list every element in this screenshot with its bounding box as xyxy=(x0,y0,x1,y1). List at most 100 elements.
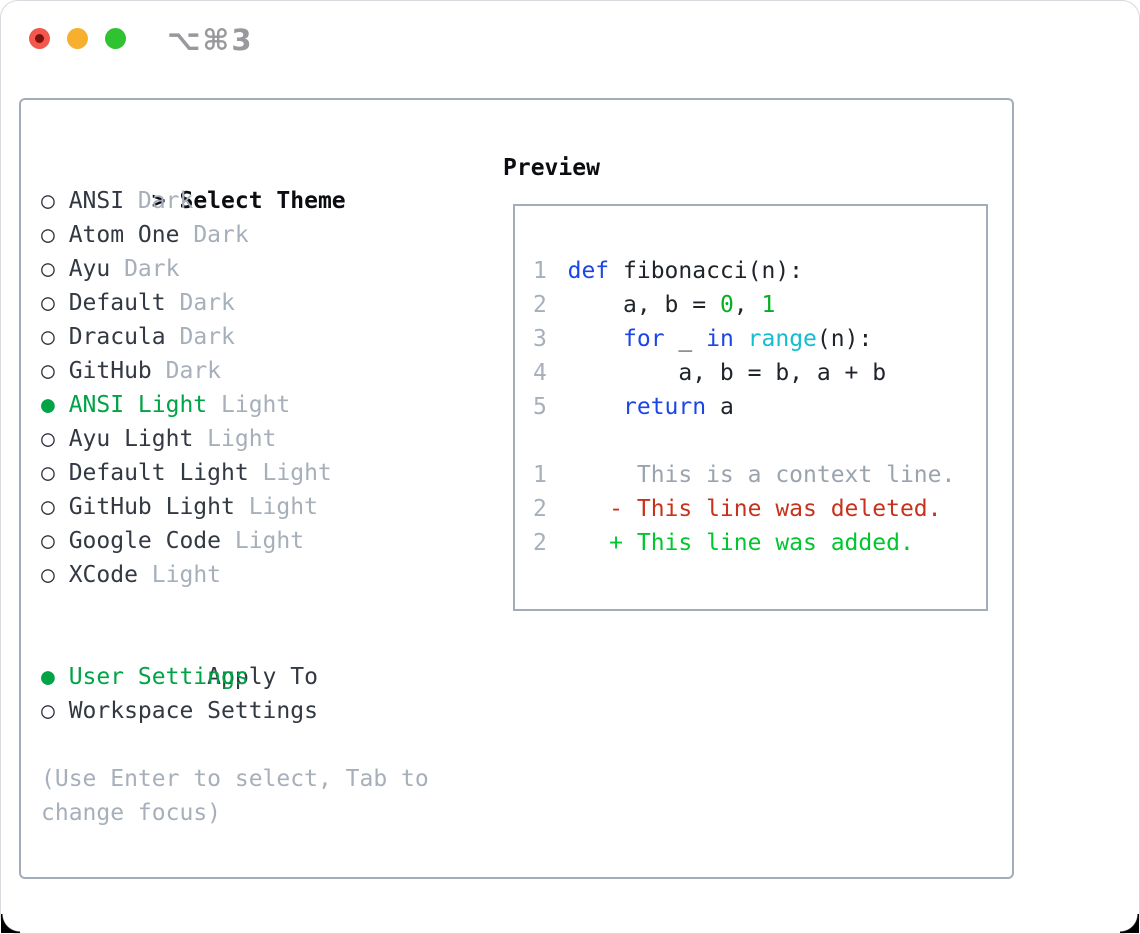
keyboard-hint: (Use Enter to select, Tab to change focu… xyxy=(41,766,429,826)
radio-unselected-icon: ○ xyxy=(41,256,55,282)
line-number: 4 xyxy=(533,360,547,386)
radio-unselected-icon: ○ xyxy=(41,698,55,724)
theme-variant: Dark xyxy=(193,222,249,248)
theme-variant: Light xyxy=(207,426,277,452)
theme-name: Ayu xyxy=(68,256,111,282)
code-segment-keyword: for xyxy=(623,326,665,352)
code-segment-plain: a, b = xyxy=(567,292,720,318)
window-corner-bottom-right xyxy=(1120,914,1139,933)
theme-name: ANSI xyxy=(68,188,125,214)
code-segment-deleted: - This line was deleted. xyxy=(567,496,942,522)
theme-option-github-light[interactable]: ○ GitHub Light Light xyxy=(41,490,443,524)
apply-option-user-settings[interactable]: ● User Settings xyxy=(41,660,443,694)
theme-variant: Light xyxy=(151,562,222,588)
select-theme-header: >Select Theme xyxy=(41,150,443,214)
radio-unselected-icon: ○ xyxy=(41,426,55,452)
apply-to-title: Apply To xyxy=(207,664,318,690)
code-segment-plain: a xyxy=(706,394,734,420)
code-line: 4 a, b = b, a + b xyxy=(533,356,986,390)
theme-name: Default xyxy=(68,290,166,316)
minimize-button[interactable] xyxy=(67,28,88,49)
code-segment-number: 0 xyxy=(719,292,734,318)
code-segment-plain xyxy=(568,394,623,420)
code-segment-keyword: in xyxy=(706,326,734,352)
theme-variant: Light xyxy=(262,460,332,486)
code-segment-plain: (n): xyxy=(816,326,873,352)
code-line: 2 - This line was deleted. xyxy=(533,492,986,526)
line-number: 2 xyxy=(533,496,547,522)
code-line: 3 for _ in range(n): xyxy=(533,322,986,356)
radio-unselected-icon: ○ xyxy=(41,358,55,384)
radio-unselected-icon: ○ xyxy=(41,324,55,350)
radio-selected-icon: ● xyxy=(41,392,55,418)
radio-unselected-icon: ○ xyxy=(41,290,55,316)
theme-variant: Dark xyxy=(165,358,222,384)
code-segment-plain xyxy=(568,326,623,352)
theme-variant: Dark xyxy=(124,256,180,282)
theme-option-xcode[interactable]: ○ XCode Light xyxy=(41,558,443,592)
code-segment-added: + This line was added. xyxy=(567,530,914,556)
line-number: 1 xyxy=(533,258,547,284)
code-segment-context: This is a context line. xyxy=(567,462,956,488)
title-bar: ⌥⌘3 xyxy=(1,1,1139,76)
theme-option-ansi[interactable]: ○ ANSI Dark xyxy=(41,184,443,218)
code-blank-line xyxy=(533,424,986,458)
apply-to-options: ● User Settings ○Workspace Settings xyxy=(41,660,443,728)
theme-option-ayu-light[interactable]: ○ Ayu Light Light xyxy=(41,422,443,456)
apply-option-label: User Settings xyxy=(68,664,249,690)
theme-name: ANSI Light xyxy=(68,392,208,418)
code-segment-plain xyxy=(734,326,748,352)
zoom-button[interactable] xyxy=(105,28,126,49)
apply-option-workspace-settings[interactable]: ○Workspace Settings xyxy=(41,694,443,728)
radio-unselected-icon: ○ xyxy=(41,188,55,214)
theme-name: Google Code xyxy=(68,528,222,554)
line-number: 1 xyxy=(533,462,547,488)
theme-variant: Dark xyxy=(179,290,235,316)
preview-title: Preview xyxy=(503,155,600,181)
radio-unselected-icon: ○ xyxy=(41,494,55,520)
theme-name: Default Light xyxy=(68,460,249,486)
select-theme-title: Select Theme xyxy=(179,188,346,214)
radio-unselected-icon: ○ xyxy=(41,562,55,588)
code-line: 1 def fibonacci(n): xyxy=(533,254,986,288)
code-segment-plain: _ xyxy=(664,326,707,352)
theme-variant: Dark xyxy=(137,188,194,214)
code-segment-plain: a, b = b, a + b xyxy=(567,360,887,386)
code-segment-keyword: def xyxy=(567,258,610,284)
window-corner-bottom-left xyxy=(1,914,20,933)
theme-variant: Light xyxy=(234,528,305,554)
apply-to-header: Apply To xyxy=(41,626,443,690)
theme-name: Ayu Light xyxy=(68,426,194,452)
line-number: 5 xyxy=(533,394,547,420)
apply-to-section: Apply To ● User Settings ○Workspace Settin… xyxy=(41,626,443,728)
code-segment-keyword: return xyxy=(623,394,707,420)
code-segment-plain: fibonacci(n): xyxy=(609,258,804,284)
radio-selected-icon: ● xyxy=(41,664,55,690)
code-segment-builtin: range xyxy=(747,326,817,352)
theme-variant: Dark xyxy=(179,324,235,350)
code-line: 1 This is a context line. xyxy=(533,458,986,492)
window-title: ⌥⌘3 xyxy=(167,23,254,57)
theme-name: XCode xyxy=(68,562,138,588)
code-line: 5 return a xyxy=(533,390,986,424)
line-number: 3 xyxy=(533,326,547,352)
theme-option-ayu[interactable]: ○ Ayu Dark xyxy=(41,252,443,286)
code-line: 2 + This line was added. xyxy=(533,526,986,560)
line-number: 2 xyxy=(533,292,547,318)
theme-name: GitHub Light xyxy=(68,494,235,520)
theme-option-default[interactable]: ○ Default Dark xyxy=(41,286,443,320)
theme-variant: Light xyxy=(248,494,318,520)
radio-unselected-icon: ○ xyxy=(41,222,55,248)
close-button[interactable] xyxy=(29,28,50,49)
